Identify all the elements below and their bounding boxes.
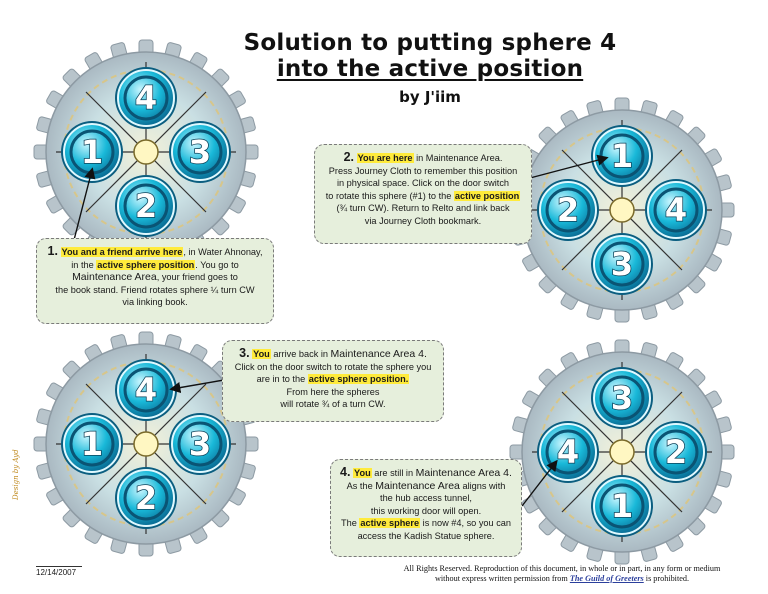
step-4-text: access the Kadish Statue sphere. [357,530,495,541]
sphere-bottom: 2 [115,175,177,237]
step-4-location: Maintenance Area 4. [415,467,512,479]
footer-date: 12/14/2007 [36,566,82,577]
sphere-top: 1 [591,125,653,187]
sphere-number: 1 [81,425,103,463]
sphere-top: 4 [115,67,177,129]
step-4-active-label: active sphere [359,518,421,528]
sphere-number: 2 [135,479,157,517]
step-4-location: Maintenance Area [375,479,460,492]
sphere-number: 4 [665,191,687,229]
sphere-right: 3 [169,121,231,183]
step-2-callout: 2. You are here in Maintenance Area. Pre… [314,144,532,244]
sphere-number: 3 [189,133,211,171]
step-4-text: The [340,518,360,528]
designer-credit: Design by Ayd [12,449,20,500]
step-2-text: in physical space. Click on the door swi… [336,178,510,188]
sphere-number: 4 [135,371,157,409]
hub [133,139,159,165]
step-3-callout: 3. You arrive back in Maintenance Area 4… [222,340,444,422]
arrow-step-3 [169,379,225,394]
sphere-bottom: 1 [591,475,653,537]
title-block: Solution to putting sphere 4 into the ac… [230,30,630,106]
step-2-text: to rotate this sphere (#1) to the [325,190,454,201]
step-1-text: in the [71,259,97,270]
hub [609,439,635,465]
sphere-bottom: 3 [591,233,653,295]
sphere-left: 2 [537,179,599,241]
sphere-number: 3 [611,245,633,283]
guild-link[interactable]: The Guild of Greeters [569,574,644,583]
sphere-left: 1 [61,121,123,183]
step-2-active-label: active position [453,190,521,201]
step-1-text: the book stand. Friend rotates sphere ¼ … [55,284,255,295]
legal-text: is prohibited. [643,574,690,583]
sphere-number: 1 [611,487,633,525]
sphere-number: 4 [135,79,157,117]
step-2-text: in Maintenance Area. [413,153,503,163]
page-title-line-2: into the active position [276,56,584,82]
step-2-text: (¾ turn CW). Return to Relto and link ba… [336,203,510,213]
sphere-number: 3 [189,425,211,463]
step-1-callout: 1. You and a friend arrive here, in Wate… [36,238,274,324]
step-2-text: via Journey Cloth bookmark. [364,215,482,226]
sphere-right: 2 [645,421,707,483]
step-4-number: 4. [340,465,351,479]
sphere-number: 2 [135,187,157,225]
step-4-text: the hub access tunnel, [380,493,472,503]
step-2-text: Press Journey Cloth to remember this pos… [328,165,518,176]
step-3-text: arrive back in [270,349,331,359]
sphere-number: 1 [81,133,103,171]
arrow-step-4 [521,459,558,507]
step-3-text: From here the spheres [286,386,380,397]
step-3-location: Maintenance Area 4. [330,348,427,360]
sphere-number: 2 [557,191,579,229]
step-4-text: are still in [371,468,416,478]
sphere-right: 4 [645,179,707,241]
sphere-number: 1 [611,137,633,175]
legal-text: All Rights Reserved. Reproduction of thi… [403,564,721,573]
step-4-text: is now #4, so you can [420,518,512,528]
step-1-text: , in Water Ahnonay, [183,247,263,257]
sphere-top: 3 [591,367,653,429]
hub [133,431,159,457]
step-3-number: 3. [239,346,250,360]
step-3-active-label: active sphere position. [307,374,410,384]
step-1-text: , your friend goes to [156,272,238,282]
page-title-line-1: Solution to putting sphere 4 [243,30,617,56]
step-3-text: will rotate ¾ of a turn CW. [280,399,386,409]
step-1-number: 1. [47,244,58,258]
step-4-text: this working door will open. [370,505,482,516]
legal-text: without express written permission from [434,574,570,583]
arrow-step-2 [529,154,609,179]
sphere-top: 4 [115,359,177,421]
step-4-callout: 4. You are still in Maintenance Area 4. … [330,459,522,557]
step-4-highlight: You [353,468,372,478]
footer-legal: All Rights Reserved. Reproduction of thi… [382,564,742,584]
step-4-text: As the [346,480,376,491]
sphere-number: 2 [665,433,687,471]
sphere-bottom: 2 [115,467,177,529]
author-byline: by J'iim [399,88,461,106]
sphere-right: 3 [169,413,231,475]
sphere-number: 3 [611,379,633,417]
step-2-number: 2. [343,150,354,164]
step-2-highlight: You are here [356,153,414,163]
sphere-left: 1 [61,413,123,475]
step-3-text: are in to the [256,374,308,384]
step-1-text: via linking book. [122,297,188,307]
step-3-text: Click on the door switch to rotate the s… [234,361,432,372]
step-1-highlight: You and a friend arrive here [60,247,184,257]
step-4-text: aligns with [459,480,506,491]
step-3-highlight: You [252,349,271,359]
step-1-location: Maintenance Area [72,271,157,283]
step-1-active-label: active sphere position [96,259,196,270]
arrow-step-1 [73,167,96,241]
sphere-number: 4 [557,433,579,471]
step-1-text: . You go to [195,259,239,270]
hub [609,197,635,223]
